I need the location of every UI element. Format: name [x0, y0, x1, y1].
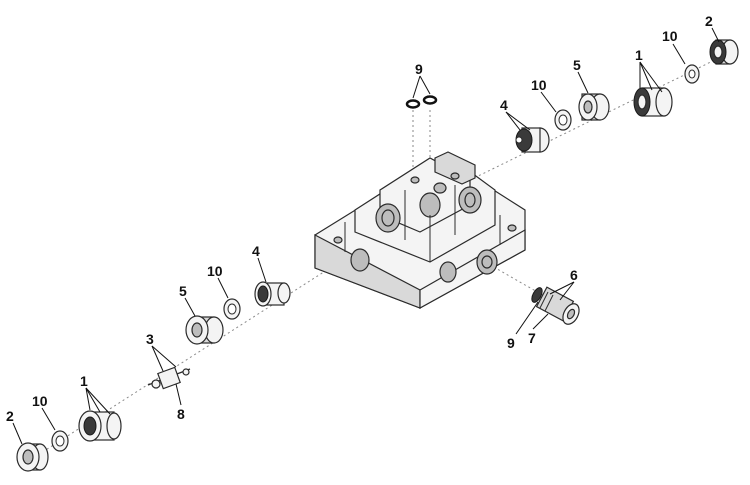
label-4-top: 4: [500, 97, 508, 113]
part-2-upper: [709, 39, 739, 65]
label-10-top-b: 10: [662, 28, 678, 44]
label-2-bottom: 2: [6, 408, 14, 424]
callout-labels: 2 10 1 5 10 4 9 4 10 5 3 8 6 7 9 1 10 2: [6, 13, 713, 424]
part-10-mid: [223, 298, 241, 320]
part-4-upper: [515, 127, 550, 153]
part-5-upper: [578, 93, 610, 121]
label-7: 7: [528, 330, 536, 346]
part-1-lower: [78, 410, 122, 442]
label-9-bottom: 9: [507, 335, 515, 351]
part-10-upper-b: [684, 64, 700, 84]
label-10-bottom: 10: [32, 393, 48, 409]
part-5-mid: [185, 315, 224, 345]
label-9-top: 9: [415, 61, 423, 77]
pump-housing: [314, 151, 526, 310]
label-2-top: 2: [705, 13, 713, 29]
part-3-valve: [147, 366, 191, 390]
part-9-orings: [405, 95, 438, 109]
label-1-top: 1: [635, 47, 643, 63]
label-5-top: 5: [573, 57, 581, 73]
label-8: 8: [177, 406, 185, 422]
label-3: 3: [146, 331, 154, 347]
label-1-bottom: 1: [80, 373, 88, 389]
label-4-mid: 4: [252, 243, 260, 259]
part-4-mid: [254, 281, 291, 307]
label-5-mid: 5: [179, 283, 187, 299]
label-6: 6: [570, 267, 578, 283]
part-10-upper-a: [554, 109, 572, 131]
label-10-top-a: 10: [531, 77, 547, 93]
part-1-upper: [633, 87, 673, 117]
leader-lines: [12, 27, 720, 445]
part-2-lower: [16, 442, 49, 472]
part-10-lower: [51, 430, 69, 452]
part-6-7-plug: [531, 286, 580, 325]
label-10-mid: 10: [207, 263, 223, 279]
